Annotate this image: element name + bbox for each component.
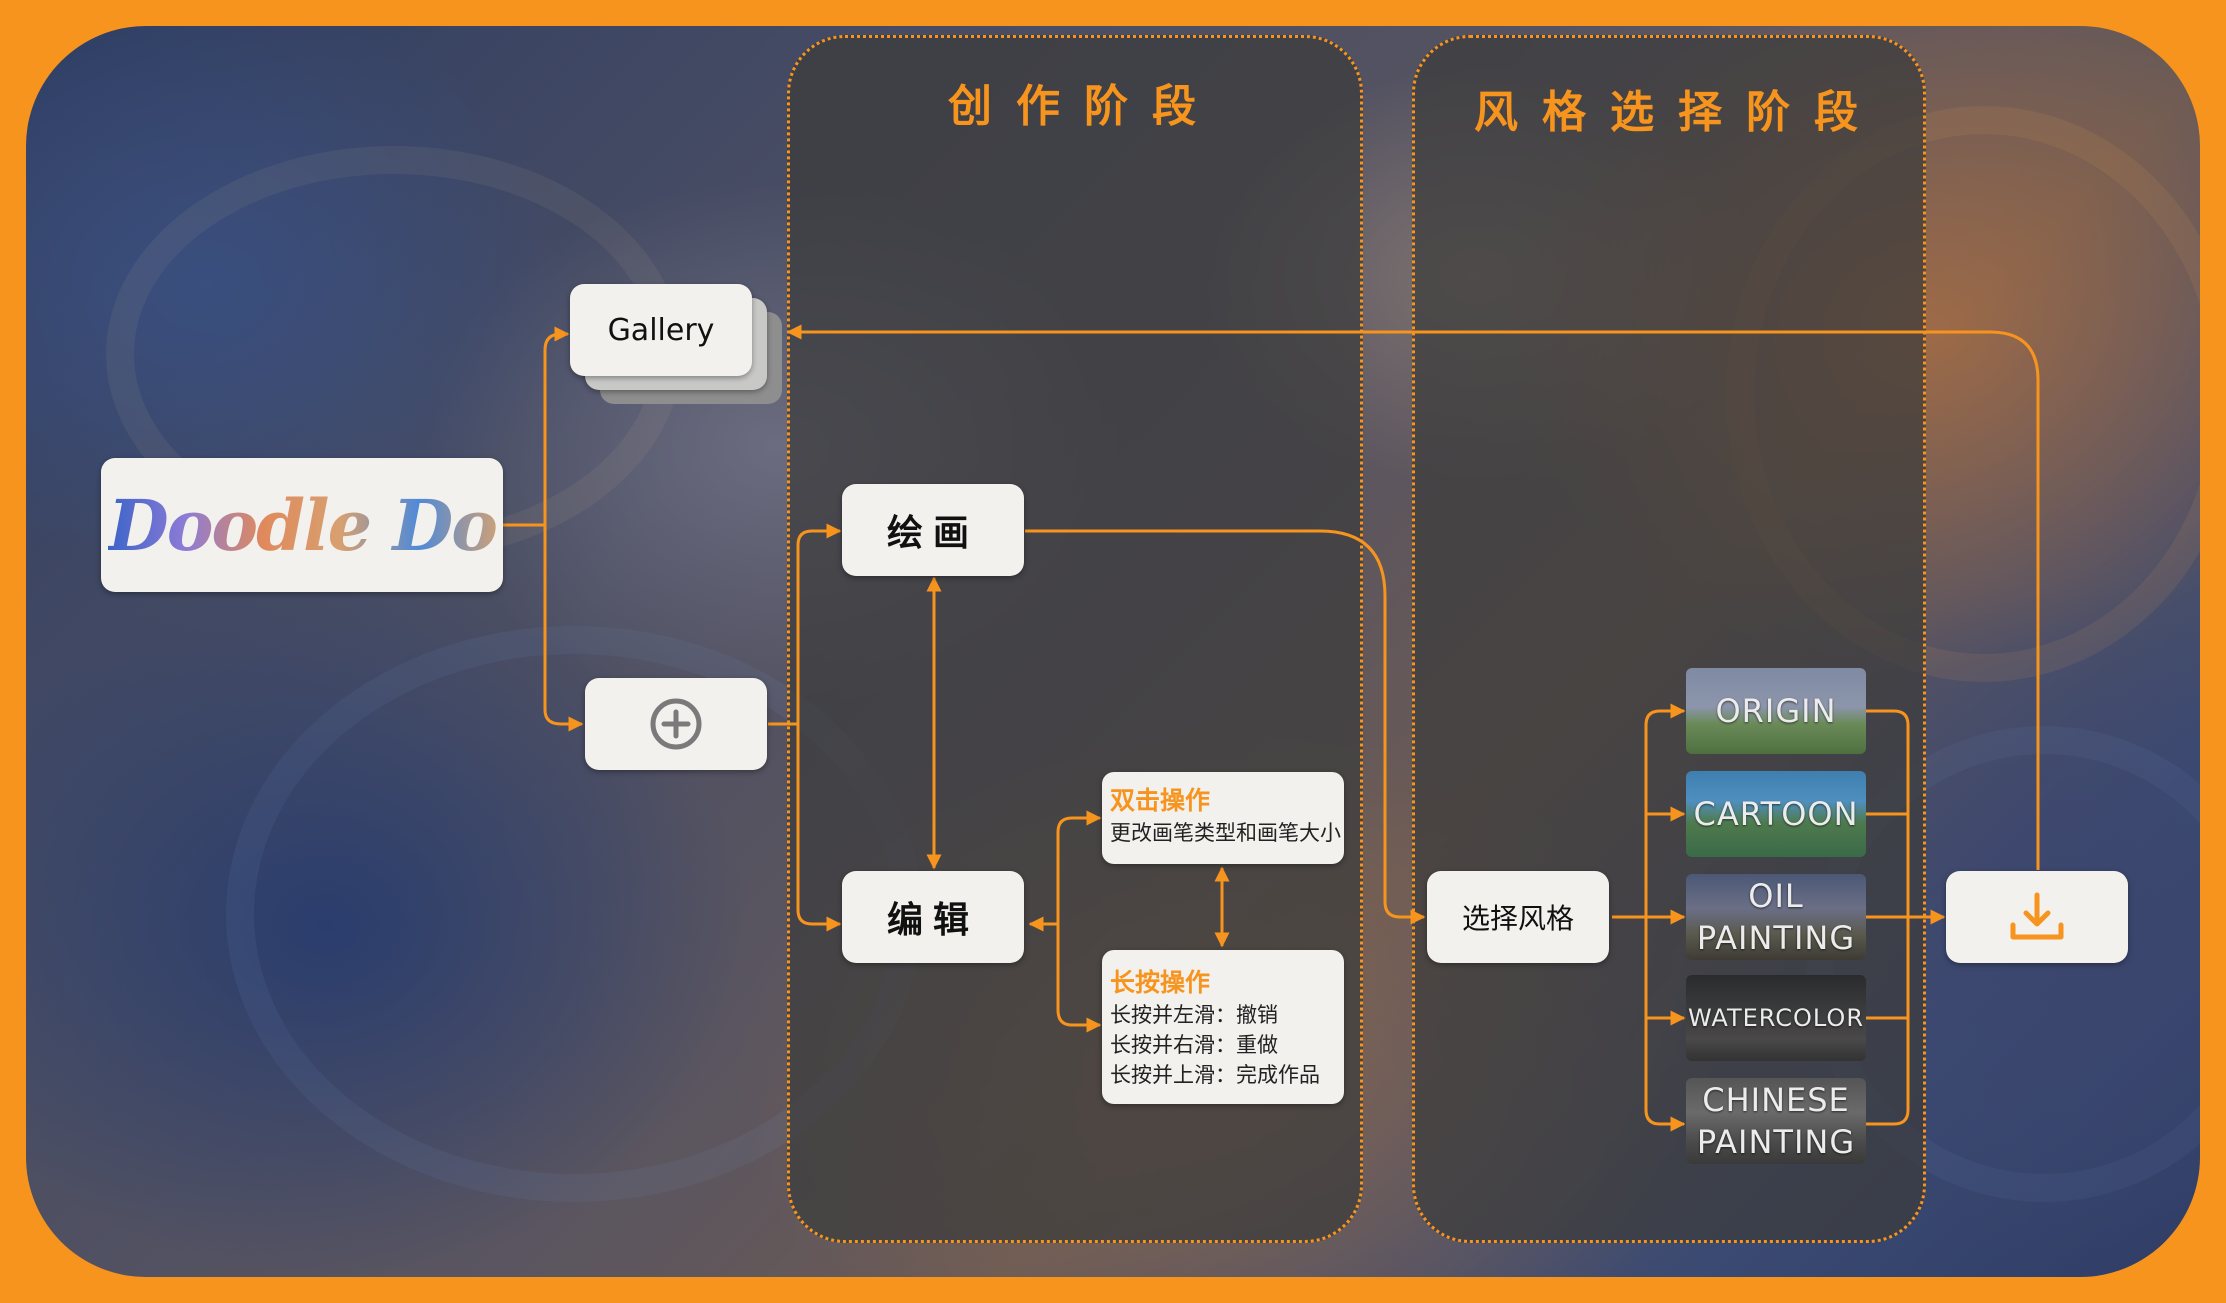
- new-drawing-button[interactable]: [585, 678, 767, 770]
- long-press-line: 长按并左滑：撤销: [1110, 1003, 1278, 1027]
- connector-to-double-tap: [1056, 810, 1102, 924]
- style-origin[interactable]: ORIGIN: [1686, 668, 1866, 754]
- style-label: CHINESE PAINTING: [1696, 1081, 1856, 1161]
- connector-styles-merge: [1866, 812, 1908, 1020]
- double-tap-title: 双击操作: [1110, 786, 1211, 815]
- edit-button[interactable]: 编辑: [842, 871, 1024, 963]
- connector-draw-to-style: [1025, 529, 1426, 925]
- download-button[interactable]: [1946, 871, 2128, 963]
- connector-to-new: [543, 525, 584, 732]
- style-oil-painting[interactable]: OIL PAINTING: [1686, 874, 1866, 960]
- long-press-line: 长按并右滑：重做: [1110, 1033, 1278, 1057]
- select-style-label: 选择风格: [1461, 902, 1574, 935]
- draw-label: 绘画: [886, 513, 979, 554]
- connector-to-chinese: [1644, 1018, 1686, 1132]
- style-label: OIL PAINTING: [1696, 877, 1856, 957]
- style-label: WATERCOLOR: [1687, 1004, 1864, 1032]
- style-watercolor[interactable]: WATERCOLOR: [1686, 975, 1866, 1061]
- gallery-label: Gallery: [607, 312, 715, 348]
- style-label: ORIGIN: [1715, 692, 1837, 730]
- connector-to-long-press: [1056, 924, 1102, 1033]
- connector-to-draw: [796, 523, 842, 724]
- draw-button[interactable]: 绘画: [842, 484, 1024, 576]
- connector-to-gallery: [543, 326, 570, 525]
- gallery-button[interactable]: Gallery: [570, 284, 752, 376]
- style-label: CARTOON: [1693, 795, 1859, 833]
- long-press-line: 长按并上滑：完成作品: [1110, 1063, 1320, 1087]
- select-style-button[interactable]: 选择风格: [1427, 871, 1609, 963]
- create-stage-title: 创作阶段: [948, 81, 1220, 132]
- edit-label: 编辑: [886, 900, 979, 941]
- download-icon: [2010, 892, 2064, 940]
- double-tap-note: 双击操作 更改画笔类型和画笔大小: [1102, 772, 1344, 864]
- style-cartoon[interactable]: CARTOON: [1686, 771, 1866, 857]
- app-logo: Doodle Do: [108, 483, 498, 567]
- long-press-note: 长按操作 长按并左滑：撤销 长按并右滑：重做 长按并上滑：完成作品: [1102, 950, 1344, 1104]
- app-logo-card: Doodle Do: [101, 458, 503, 592]
- long-press-title: 长按操作: [1110, 968, 1211, 997]
- style-stage-title: 风格选择阶段: [1474, 87, 1882, 138]
- double-tap-description: 更改画笔类型和画笔大小: [1110, 821, 1341, 845]
- connector-to-edit: [796, 724, 842, 932]
- connector-to-origin: [1644, 703, 1686, 917]
- plus-circle-icon: [650, 698, 702, 750]
- connector-download-to-gallery: [786, 324, 2040, 870]
- connector-to-watercolor: [1644, 917, 1686, 1026]
- style-chinese-painting[interactable]: CHINESE PAINTING: [1686, 1078, 1866, 1164]
